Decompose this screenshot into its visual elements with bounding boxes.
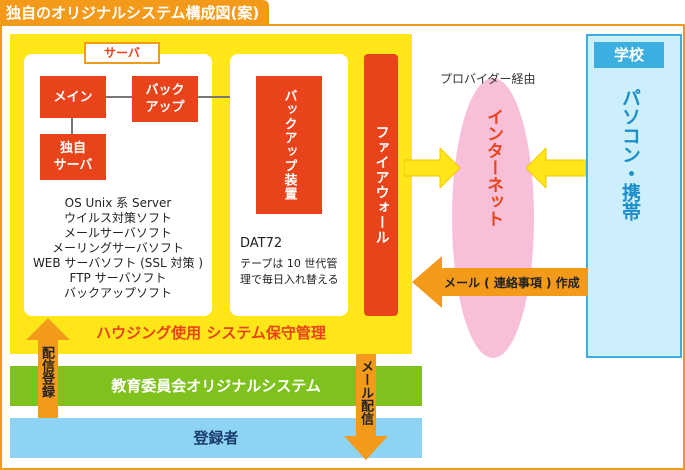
software-item: メーリングサーバソフト [52,241,184,255]
backup-device-box: バックアップ装置 [256,76,322,214]
diagram-title: 独自のオリジナルシステム構成図(案) [0,0,270,26]
backup-server-box: バック アップ [132,76,198,122]
software-item: OS Unix 系 Server [64,196,172,210]
dat-title: DAT72 [240,236,283,251]
main-server-box: メイン [40,76,106,118]
internet-label: インターネット [483,108,503,227]
connector-backup-device [198,96,258,98]
software-item: FTP サーバソフト [69,271,167,285]
connector-main-independent [71,118,73,134]
board-system-label: 教育委員会オリジナルシステム [111,377,321,395]
school-internet-arrow [526,148,586,188]
internet-ellipse [452,78,534,358]
delivery-registration-label: 配信登録 [39,346,54,398]
firewall-box: ファイアウォール [364,54,398,316]
mail-create-arrow [412,256,588,308]
board-system-band: 教育委員会オリジナルシステム [10,366,422,406]
mail-delivery-arrow [344,354,388,460]
software-item: バックアップソフト [63,286,172,300]
server-software-list: OS Unix 系 Server ウイルス対策ソフト メールサーバソフト メーリ… [28,196,208,301]
delivery-registration-arrow [26,318,70,418]
school-tag: 学校 [594,42,664,68]
mail-create-label: メール ( 連絡事項 ) 作成 [444,276,580,290]
independent-server-box: 独自 サーバ [40,134,106,180]
school-panel [586,34,682,358]
software-item: WEB サーバソフト (SSL 対策 ) [32,256,204,270]
registrant-label: 登録者 [193,429,239,447]
school-devices-label: パソコン・携帯 [619,88,641,221]
provider-label: プロバイダー経由 [440,72,536,86]
housing-label: ハウジング使用 システム保守管理 [96,324,326,342]
dat-description: テープは 10 世代管理で毎日入れ替える [240,257,339,286]
diagram-frame [0,24,685,470]
firewall-internet-arrow [404,148,460,188]
connector-main-backup [106,96,132,98]
mail-delivery-label: メール配信 [358,360,373,425]
server-tag: サーバ [84,42,160,64]
software-item: ウイルス対策ソフト [63,211,172,225]
software-item: メールサーバソフト [64,226,172,240]
